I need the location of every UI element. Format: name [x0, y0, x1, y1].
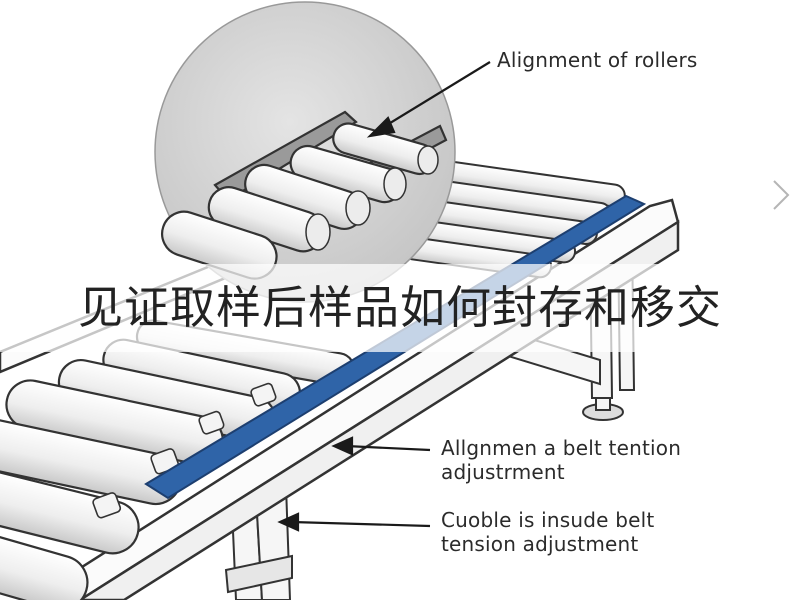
- annotation-cable: Cuoble is insude belt tension adjustment: [441, 508, 655, 556]
- magnifier-callout: [154, 1, 456, 303]
- chevron-right-icon[interactable]: [766, 175, 796, 215]
- roller-end-caps: [92, 382, 277, 519]
- annotation-belt-tension: Allgnmen a belt tention adjustrment: [441, 436, 682, 484]
- banner-title: 见证取样后样品如何封存和移交: [77, 281, 722, 334]
- leader-arrows: [277, 61, 491, 532]
- annotation-rollers: Alignment of rollers: [497, 48, 698, 72]
- title-banner-backdrop: [0, 264, 800, 352]
